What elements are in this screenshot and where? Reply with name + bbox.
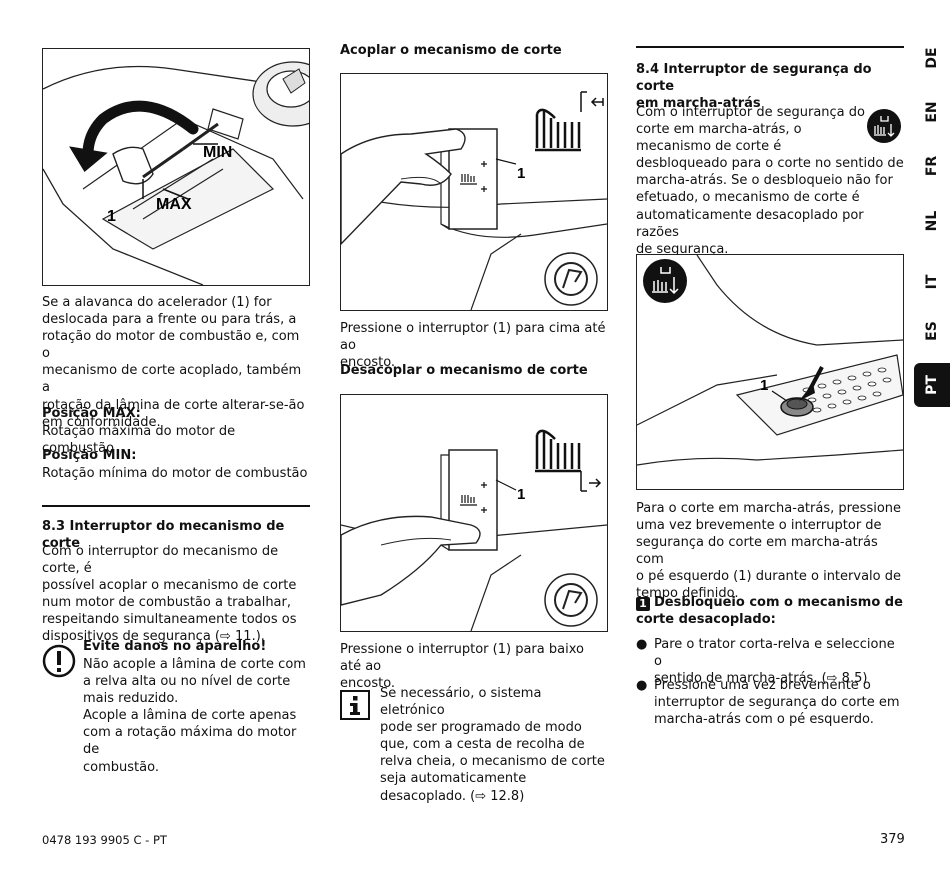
info-icon (340, 690, 370, 720)
tab-de[interactable]: DE (924, 47, 940, 69)
decouple-title: Desacoplar o mecanismo de corte (340, 363, 588, 378)
couple-text: Pressione o interruptor (1) para cima at… (340, 321, 606, 371)
decouple-text: Pressione o interruptor (1) para baixo a… (340, 642, 584, 692)
section-8-3-title: 8.3 Interruptor do mecanismo de corte (42, 519, 285, 551)
list-item: ● Pressione uma vez brevemente o interru… (636, 678, 900, 728)
tab-en[interactable]: EN (924, 101, 940, 123)
tab-nl[interactable]: NL (924, 210, 940, 232)
reverse-safety-switch-illustration: 1 (637, 255, 903, 466)
couple-switch-figure: 1 (340, 73, 608, 311)
position-max-text: Rotação máxima do motor de combustão (42, 424, 236, 457)
section-divider (636, 46, 904, 48)
reverse-safety-switch-figure: 1 (636, 254, 904, 490)
decouple-switch-figure: 1 (340, 394, 608, 632)
throttle-lever-figure: MIN MAX 1 (42, 48, 310, 286)
decouple-switch-illustration: 1 (341, 429, 607, 631)
throttle-intro-text: Se a alavanca do acelerador (1) for desl… (42, 295, 305, 430)
reverse-mowing-symbol-icon (866, 108, 902, 144)
warning-text: Não acople a lâmina de corte com a relva… (83, 657, 306, 775)
info-note-text: Se necessário, o sistema eletrónico pode… (380, 686, 605, 804)
max-label: MAX (156, 196, 192, 213)
position-min-text: Rotação mínima do motor de combustão (42, 466, 308, 481)
callout-1-label: 1 (517, 486, 525, 503)
position-max-title: Posição MAX: (42, 406, 141, 421)
position-min-title: Posição MIN: (42, 448, 137, 463)
throttle-lever-illustration: MIN MAX 1 (43, 61, 309, 285)
tab-it[interactable]: IT (924, 274, 940, 290)
reverse-mowing-text: Para o corte em marcha-atrás, pressione … (636, 501, 902, 602)
section-8-4-text: Com o interruptor de segurança do corte … (636, 105, 904, 257)
callout-1-label: 1 (107, 208, 116, 225)
couple-title: Acoplar o mecanismo de corte (340, 43, 562, 58)
warning-title: Evite danos no aparelho! (83, 639, 267, 654)
callout-1-label: 1 (760, 377, 768, 394)
tab-pt[interactable]: PT (914, 363, 950, 407)
mower-blade-symbol-icon (535, 108, 581, 152)
document-code: 0478 193 9905 C - PT (42, 833, 167, 847)
step-number-badge: 1 (636, 597, 650, 611)
page-number: 379 (880, 832, 905, 847)
warning-icon (42, 644, 76, 678)
section-8-4-title: 8.4 Interruptor de segurança do corte em… (636, 62, 872, 111)
tab-fr[interactable]: FR (924, 155, 940, 177)
section-divider (42, 505, 310, 507)
min-label: MIN (203, 144, 232, 161)
tab-es[interactable]: ES (924, 321, 940, 341)
callout-1-label: 1 (517, 165, 525, 182)
reverse-mowing-symbol-icon (643, 259, 687, 303)
mower-blade-symbol-icon (535, 429, 581, 473)
list-item: ● Pare o trator corta-relva e seleccione… (636, 637, 895, 687)
couple-switch-illustration: 1 (341, 91, 607, 310)
arrow-down-indicator-icon (580, 471, 602, 492)
section-8-3-text: Com o interruptor do mecanismo de corte,… (42, 544, 297, 645)
arrow-up-indicator-icon (580, 91, 604, 112)
